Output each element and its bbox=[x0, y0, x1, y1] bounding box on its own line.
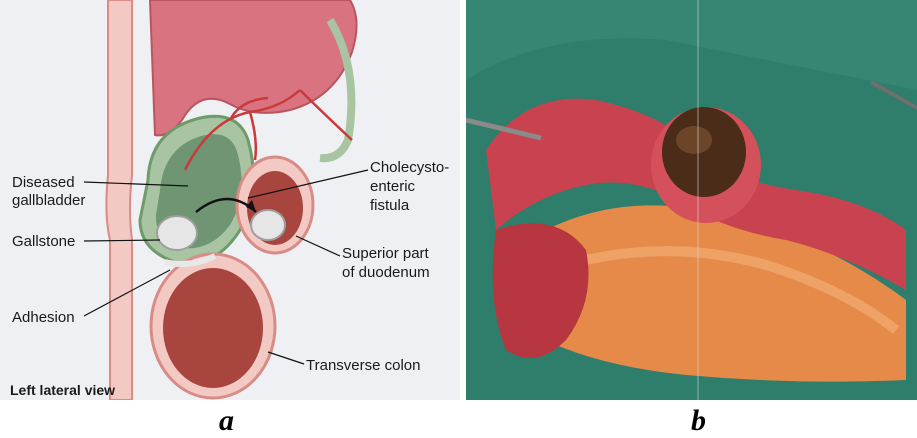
surgical-photo bbox=[466, 0, 917, 400]
diagram-panel: Diseased gallbladder Gallstone Adhesion … bbox=[0, 0, 460, 400]
abdominal-wall bbox=[106, 0, 132, 400]
label-diseased-line2: gallbladder bbox=[12, 192, 85, 209]
gallstone bbox=[662, 107, 746, 197]
label-gallstone: Gallstone bbox=[12, 233, 75, 250]
caption-b: b bbox=[691, 404, 706, 438]
gallstone-ileus-diagram: Diseased gallbladder Gallstone Adhesion … bbox=[0, 0, 460, 400]
gallstone-highlight bbox=[676, 126, 712, 154]
label-diseased-line1: Diseased bbox=[12, 174, 75, 191]
gallstone-in-duodenum bbox=[251, 210, 285, 240]
caption-a: a bbox=[219, 404, 234, 438]
label-fistula-line2: enteric bbox=[370, 178, 416, 195]
label-colon: Transverse colon bbox=[306, 357, 421, 374]
label-fistula-line3: fistula bbox=[370, 197, 410, 214]
surgical-photo-panel bbox=[466, 0, 917, 400]
label-duodenum-line2: of duodenum bbox=[342, 264, 430, 281]
label-view: Left lateral view bbox=[10, 382, 115, 398]
colon-interior bbox=[163, 268, 263, 388]
label-adhesion: Adhesion bbox=[12, 309, 75, 326]
label-duodenum-line1: Superior part bbox=[342, 245, 430, 262]
gallstone-in-gallbladder bbox=[157, 216, 197, 250]
label-fistula-line1: Cholecysto- bbox=[370, 159, 449, 176]
